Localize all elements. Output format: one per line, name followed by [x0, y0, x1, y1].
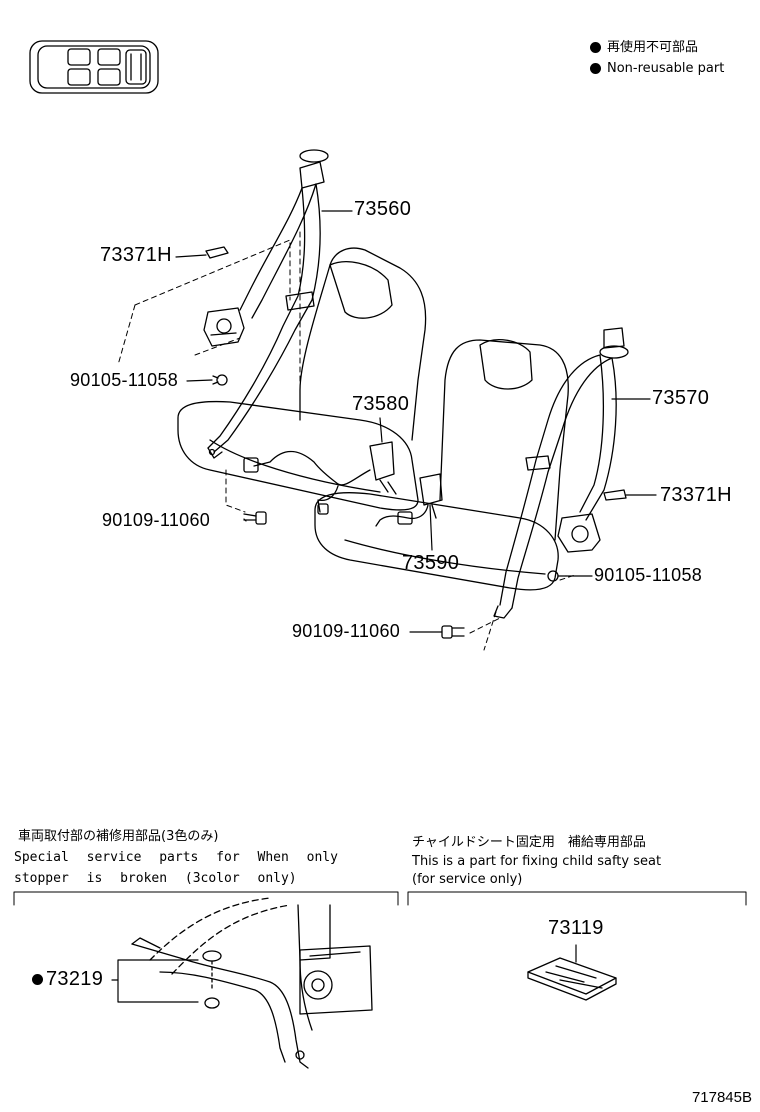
buckle-73590-drawing — [375, 473, 443, 527]
note-left-jp: 車両取付部の補修用部品(3色のみ) — [18, 829, 219, 844]
part-label-90109-11060-left[interactable]: 90109-11060 — [102, 510, 211, 530]
seat-belt-73570-drawing — [493, 327, 629, 619]
right-seat-illustration — [314, 339, 569, 591]
part-label-73371h-left[interactable]: 73371H — [100, 244, 172, 266]
bracket-73219-leader — [111, 959, 199, 1003]
part-label-73580[interactable]: 73580 — [352, 393, 410, 415]
part-label-73219[interactable]: 73219 — [46, 968, 104, 990]
mounting-reference-lines — [117, 229, 576, 651]
part-label-73119[interactable]: 73119 — [548, 917, 604, 939]
stopper-detail-drawing — [131, 897, 373, 1069]
part-label-73590[interactable]: 73590 — [402, 552, 460, 574]
note-left-en-2: stopper is broken (3color only) — [14, 871, 297, 886]
non-reusable-bullet-icon — [590, 63, 601, 74]
bolt-90109-left — [243, 511, 267, 525]
note-right-jp: チャイルドシート固定用 補給専用部品 — [412, 835, 646, 850]
leader-lines — [175, 210, 657, 633]
part-label-90105-11058-right[interactable]: 90105-11058 — [594, 565, 703, 585]
section-dividers — [13, 891, 747, 906]
part-label-73219-group[interactable]: 73219 — [32, 968, 103, 991]
child-seat-plate-73119-drawing — [527, 944, 617, 1001]
bolt-90105-left — [212, 374, 228, 386]
belt-clip-73371h-right — [603, 489, 627, 501]
part-label-73371h-right[interactable]: 73371H — [660, 484, 732, 506]
seat-belt-73560-drawing — [203, 149, 329, 459]
part-label-90109-11060-right[interactable]: 90109-11060 — [292, 621, 401, 641]
note-right-en-1: This is a part for fixing child safty se… — [412, 854, 662, 869]
vehicle-locator-icon — [29, 40, 159, 94]
part-label-73570[interactable]: 73570 — [652, 387, 710, 409]
buckle-73580-drawing — [243, 441, 397, 515]
belt-clip-73371h-left — [205, 246, 229, 259]
note-left-en-1: Special service parts for When only — [14, 850, 338, 865]
legend-en: Non-reusable part — [607, 61, 725, 76]
non-reusable-bullet-icon — [32, 974, 43, 985]
part-label-90105-11058-left[interactable]: 90105-11058 — [70, 370, 179, 390]
legend: 再使用不可部品 Non-reusable part — [590, 37, 724, 79]
legend-jp: 再使用不可部品 — [607, 40, 699, 55]
note-right-en-2: (for service only) — [412, 872, 523, 887]
part-label-73560[interactable]: 73560 — [354, 198, 412, 220]
bolt-90109-right — [441, 625, 465, 639]
drawing-code: 717845B — [691, 1089, 752, 1106]
left-seat-illustration — [177, 247, 427, 511]
bolt-90105-right — [547, 570, 567, 582]
non-reusable-bullet-icon — [590, 42, 601, 53]
